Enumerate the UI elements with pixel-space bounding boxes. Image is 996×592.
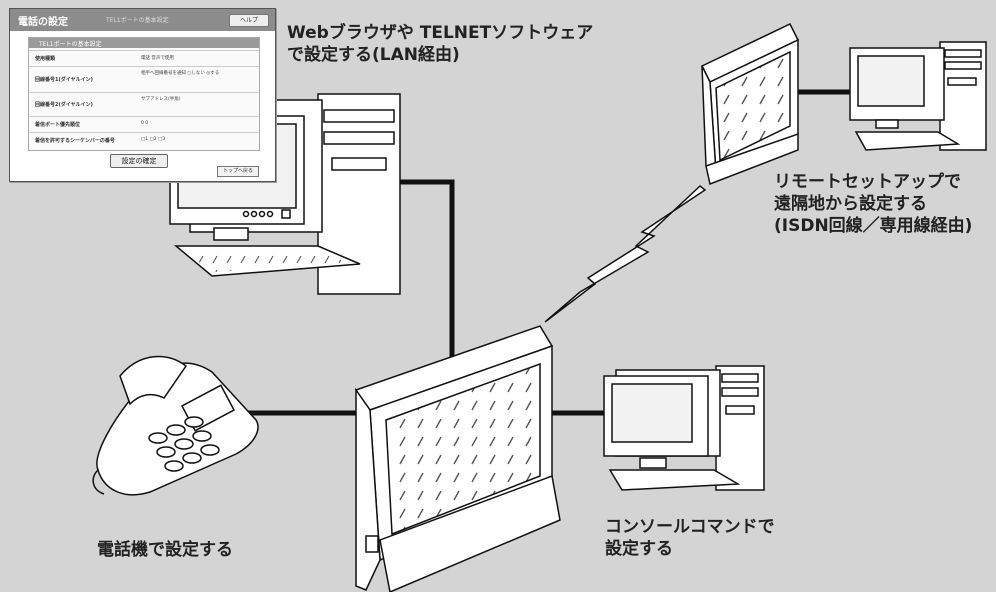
settings-row-value[interactable]: □1 □2 □3: [141, 137, 166, 142]
settings-window-title: 電話の設定: [18, 17, 68, 28]
settings-row-label: 使用種類: [35, 56, 56, 62]
web-browser-label: Webブラウザや TELNETソフトウェア で設定する(LAN経由): [287, 22, 593, 66]
telephone-icon: [92, 355, 259, 496]
settings-panel-title: TEL1ポートの基本設定: [29, 38, 259, 48]
settings-row-value[interactable]: 0 0: [141, 121, 149, 126]
settings-panel: TEL1ポートの基本設定 使用種類 電話 音声で使用 回線番号1(ダイヤルイン)…: [28, 37, 260, 151]
settings-row-label: 着信を許可するシーケンバーの番号: [35, 138, 115, 144]
remote-pc-icon: [849, 41, 987, 151]
settings-row-label: 回線番号2(ダイヤルイン): [35, 102, 93, 108]
settings-row-label: 回線番号1(ダイヤルイン): [35, 77, 93, 83]
settings-window-header: 電話の設定 TEL1ポートの基本設定 ヘルプ: [10, 9, 275, 31]
settings-row: 着信ポート優先順位 0 0: [29, 116, 259, 131]
back-to-top-button[interactable]: トップへ戻る: [217, 166, 259, 177]
lan-cable: [395, 179, 455, 370]
settings-row-value[interactable]: 電話 音声で使用: [141, 56, 174, 61]
remote-setup-label-line1: リモートセットアップで: [774, 172, 961, 192]
main-router-icon: [354, 325, 561, 592]
settings-window-breadcrumb: TEL1ポートの基本設定: [106, 17, 169, 24]
settings-row: 回線番号1(ダイヤルイン) 相手へ回線番号を通知 ○しない ◎する: [29, 66, 259, 91]
settings-row-value[interactable]: サブアドレス(半角): [141, 97, 181, 102]
console-pc-icon: [603, 365, 765, 491]
remote-setup-label-line3: (ISDN回線／専用線経由): [774, 216, 973, 236]
help-button[interactable]: ヘルプ: [229, 14, 269, 27]
connection-lines: [235, 89, 860, 416]
remote-setup-label-line2: 遠隔地から設定する: [774, 194, 927, 214]
settings-row: 使用種類 電話 音声で使用: [29, 50, 259, 65]
settings-panel-title-text: TEL1ポートの基本設定: [39, 41, 102, 48]
settings-row-value[interactable]: 相手へ回線番号を通知 ○しない ◎する: [141, 71, 220, 76]
console-label-line1: コンソールコマンドで: [605, 517, 775, 537]
web-browser-label-line1: Webブラウザや TELNETソフトウェア: [287, 23, 594, 43]
wireless-link-icon: [544, 185, 707, 323]
web-browser-label-line2: で設定する(LAN経由): [287, 45, 460, 65]
remote-router-icon: [700, 23, 800, 186]
remote-setup-label: リモートセットアップで 遠隔地から設定する (ISDN回線／専用線経由): [774, 171, 972, 237]
confirm-settings-button[interactable]: 設定の確定: [110, 154, 168, 168]
console-label-line2: 設定する: [605, 539, 673, 559]
settings-row-label: 着信ポート優先順位: [35, 122, 81, 128]
settings-row: 着信を許可するシーケンバーの番号 □1 □2 □3: [29, 132, 259, 147]
console-label: コンソールコマンドで 設定する: [605, 516, 775, 560]
telephone-label: 電話機で設定する: [97, 540, 233, 560]
settings-row: 回線番号2(ダイヤルイン) サブアドレス(半角): [29, 92, 259, 115]
settings-window-screenshot: 電話の設定 TEL1ポートの基本設定 ヘルプ TEL1ポートの基本設定 使用種類…: [9, 8, 276, 182]
